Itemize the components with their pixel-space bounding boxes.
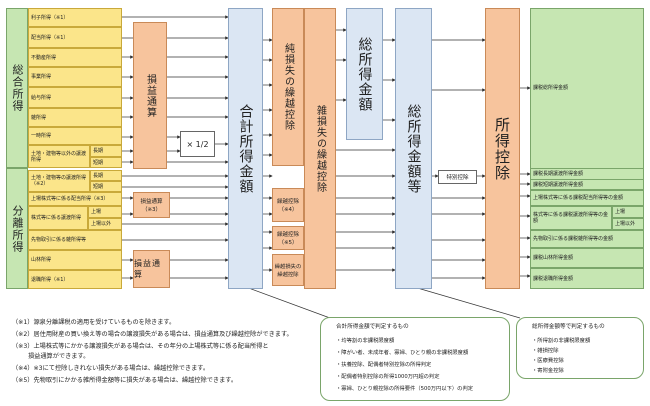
note: 損益通算ができます。 (28, 353, 90, 360)
results-column (530, 8, 644, 289)
half-box: × 1/2 (180, 131, 215, 157)
group-bunri: 分離所得 (6, 168, 28, 289)
kuri-box-fut: 繰越損失の繰越控除 (272, 254, 304, 286)
result-row: 課税総所得金額 (533, 85, 569, 91)
note: （※1）源泉分離課税の適用を受けているものを除きます。 (12, 319, 176, 326)
panel-gokei-title: 合計所得金額で判定するもの (336, 324, 409, 330)
zatsu-box: 雑損失の繰越控除 (304, 8, 336, 289)
note: （※2）居住用財産の買い換え等の場合の譲渡損失がある場合は、損益通算及び繰越控除… (12, 331, 293, 338)
income-row: 長期 (90, 170, 122, 181)
income-row: 一時所得 (28, 127, 122, 145)
note: （※5）先物取引にかかる雑所得金額等に損失がある場合は、繰越控除できます。 (12, 377, 238, 384)
income-row: 株式等に係る譲渡所得 (28, 206, 88, 230)
income-row: 先物取引に係る雑所得等 (28, 230, 122, 250)
panel-sou-item: ・寄附金控除 (532, 368, 564, 374)
income-row: 給与所得 (28, 87, 122, 108)
panel-sou-item: ・雑損控除 (532, 348, 559, 354)
income-row: 短期 (90, 181, 122, 192)
panel-sou-item: ・所得割の非課税限度額 (532, 338, 591, 344)
sou1-box: 総所得金額 (346, 8, 383, 140)
panel-sou (516, 317, 644, 379)
income-row: 山林所得 (28, 250, 122, 270)
gokei-box: 合計所得金額 (228, 8, 263, 289)
kuri-box-5: 繰越控除（※5） (272, 226, 304, 250)
income-row: 雑所得 (28, 108, 122, 127)
panel-sou-item: ・医療費控除 (532, 358, 564, 364)
income-row: 配当所得（※1） (28, 27, 122, 48)
panel-gokei-item: ・寡婦、ひとり親控除の所得要件（500万円以下）の判定 (336, 386, 474, 392)
panel-gokei-item: ・扶養控除、配偶者特別控除の所得判定 (336, 362, 432, 368)
income-row: 上場 (88, 206, 122, 218)
panel-sou-title: 総所得金額等で判定するもの (532, 324, 605, 330)
panel-gokei-item: ・配偶者特別控除の所得1000万円超の判定 (336, 374, 440, 380)
result-row: 課税退職所得金額 (530, 268, 644, 289)
income-row: 短期 (90, 157, 122, 168)
note: （※4）※3にて控除しきれない損失がある場合は、繰越控除できます。 (12, 365, 210, 372)
soneki-box-sanrin: 損益通算 (133, 250, 170, 288)
income-row: 上場以外 (88, 218, 122, 230)
result-row: 上場 (612, 206, 644, 218)
result-row: 株式等に係る課税譲渡所得等の金額 (530, 206, 612, 230)
income-row: 土地・建物等の譲渡所得（※2） (28, 170, 90, 192)
income-row: 土地・建物等以外の譲渡所得 (28, 145, 90, 168)
kuri-box-4: 繰越控除（※4） (272, 188, 304, 222)
result-row: 課税短期譲渡所得金額 (530, 179, 644, 190)
income-row: 長期 (90, 145, 122, 157)
soneki-box-3: 損益通算（※3） (133, 192, 170, 218)
panel-gokei-item: ・障がい者、未成年者、寡婦、ひとり親の非課税限度額 (336, 350, 469, 356)
panel-gokei (320, 317, 510, 401)
result-row: 上場以外 (612, 218, 644, 230)
result-row: 先物取引に係る課税雑所得等の金額 (530, 230, 644, 248)
income-row: 退職所得（※1） (28, 270, 122, 289)
income-row: 事業所得 (28, 67, 122, 87)
kojo-box: 所得控除 (485, 8, 520, 289)
result-row: 上場株式等に係る課税配当所得等の金額 (530, 190, 644, 206)
note: （※3）上場株式等にかかる譲渡損失がある場合は、その年分の上場株式等に係る配当所… (12, 343, 269, 350)
soneki-box: 損益通算 (133, 22, 167, 169)
income-row: 上場株式等に係る配当所得（※3） (28, 192, 122, 206)
group-sogo: 総合所得 (6, 8, 28, 168)
result-row: 課税山林所得金額 (530, 248, 644, 268)
junson-box: 純損失の繰越控除 (272, 8, 304, 166)
income-row: 不動産所得 (28, 48, 122, 67)
panel-gokei-item: ・均等割の非課税限度額 (336, 338, 395, 344)
income-row: 利子所得（※1） (28, 8, 122, 27)
sou2-box: 総所得金額等 (395, 8, 432, 289)
tokubetsu-box: 特別控除 (438, 170, 477, 184)
